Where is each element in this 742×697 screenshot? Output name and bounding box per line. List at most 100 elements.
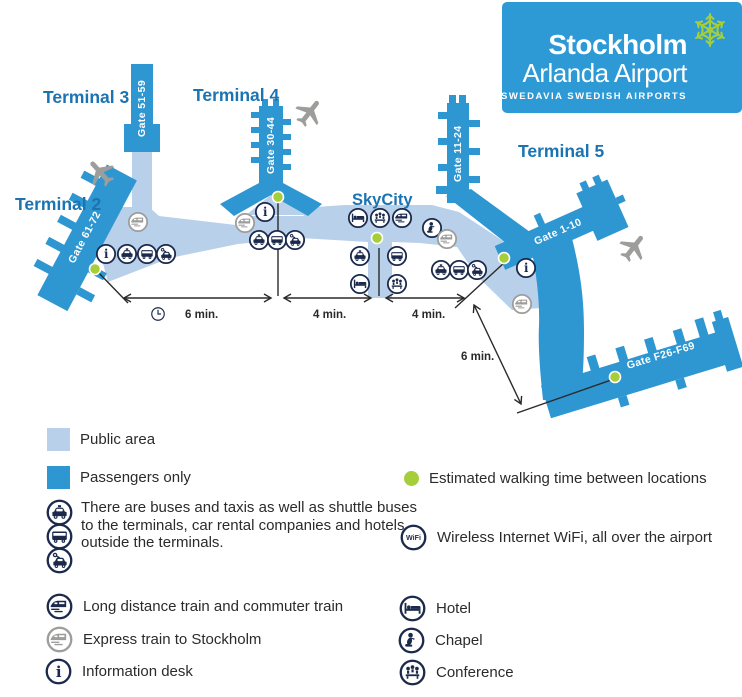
chapel-label: Chapel [435, 632, 483, 649]
bus-icon [450, 261, 468, 279]
transport-note-line1: There are buses and taxis as well as shu… [81, 499, 418, 516]
hotel-icon [349, 209, 367, 227]
express-train-icon [513, 295, 531, 313]
legend-conference: Conference [399, 659, 514, 686]
walk-dot-fpier [608, 370, 622, 384]
terminal4-pier [220, 99, 322, 216]
information-desk-label: Information desk [82, 663, 193, 680]
green-dot-icon [404, 471, 419, 486]
terminal3-stem [132, 150, 152, 216]
information-desk-icon [97, 245, 115, 263]
information-desk-icon [517, 259, 535, 277]
taxi-icon [118, 245, 136, 263]
logo-subtitle: Arlanda Airport [522, 57, 688, 88]
information-desk-icon [256, 203, 274, 221]
conference-icon [371, 209, 389, 227]
transport-note-line3: outside the terminals. [81, 534, 224, 551]
express-train-icon [46, 626, 73, 653]
public-area-label: Public area [80, 431, 156, 448]
legend-chapel: Chapel [398, 627, 483, 654]
gate-11-24-label: Gate 11-24 [452, 125, 464, 182]
public-area-shapes [96, 150, 550, 310]
snowflake-logo-icon [695, 12, 725, 48]
bus-icon [138, 245, 156, 263]
airplane-icon [290, 93, 329, 132]
conference-label: Conference [436, 664, 514, 681]
hotel-icon [351, 275, 369, 293]
walk-dot-t2 [88, 262, 102, 276]
terminal4-label: Terminal 4 [193, 85, 280, 105]
logo-title: Stockholm [548, 29, 687, 60]
walking-time-label: Estimated walking time between locations [429, 470, 707, 487]
passengers-only-label: Passengers only [80, 469, 191, 486]
taxi-icon [432, 261, 450, 279]
public-area-swatch [47, 428, 70, 451]
legend-ground-transport: There are buses and taxis as well as shu… [46, 499, 417, 571]
walk-time-t4-skycity: 4 min. [313, 309, 346, 321]
passengers-only-swatch [47, 466, 70, 489]
express-train-icon [438, 230, 456, 248]
logo-text: Stockholm Arlanda Airport SWEDAVIA SWEDI… [501, 29, 688, 103]
chapel-icon [398, 627, 425, 654]
hotel-label: Hotel [436, 600, 472, 617]
long-distance-train-icon [393, 209, 411, 227]
transport-note-line2: to the terminals, car rental companies a… [81, 516, 405, 534]
legend-hotel: Hotel [399, 595, 471, 622]
legend-information-desk: Information desk [45, 658, 193, 685]
taxi-icon [351, 247, 369, 265]
conference-icon [399, 659, 426, 686]
walk-dot-t5 [497, 251, 511, 265]
car-rental-icon [46, 547, 73, 574]
airport-map: 6 min. 4 min. 4 min. 6 min. [15, 64, 742, 419]
terminal5-trunk [531, 230, 584, 400]
terminal5-label: Terminal 5 [518, 141, 605, 161]
airplane-icon [614, 228, 653, 267]
express-train-icon [129, 213, 147, 231]
legend-long-distance-train: Long distance train and commuter train [46, 593, 343, 620]
terminal5-east-pier [494, 174, 629, 270]
walk-time-skycity-t5: 4 min. [412, 309, 445, 321]
conference-icon [388, 275, 406, 293]
car-rental-icon [468, 261, 486, 279]
walking-time-dots [88, 190, 622, 384]
terminal3-label: Terminal 3 [43, 87, 130, 107]
terminal5-f-pier [541, 309, 742, 419]
legend-express-train: Express train to Stockholm [46, 626, 261, 653]
bus-icon [388, 247, 406, 265]
long-distance-train-icon [46, 593, 73, 620]
legend-public-area: Public area [47, 428, 155, 451]
car-rental-icon [157, 245, 175, 263]
long-distance-train-label: Long distance train and commuter train [83, 598, 344, 615]
fpier-dot-line [516, 378, 615, 414]
express-train-label: Express train to Stockholm [83, 631, 262, 648]
clock-icon [151, 307, 165, 321]
skycity-label: SkyCity [352, 191, 413, 209]
legend-walking-time: Estimated walking time between locations [404, 470, 707, 487]
walk-time-t5-fpier: 6 min. [461, 351, 494, 363]
wifi-icon [400, 524, 427, 551]
terminal2-label: Terminal 2 [15, 194, 102, 214]
walk-dot-t4 [271, 190, 285, 204]
logo-tagline: SWEDAVIA SWEDISH AIRPORTS [501, 91, 687, 103]
airport-logo-box: Stockholm Arlanda Airport SWEDAVIA SWEDI… [501, 2, 742, 113]
bus-icon [46, 523, 73, 550]
walk-time-t2-t4: 6 min. [185, 309, 218, 321]
wifi-label: Wireless Internet WiFi, all over the air… [437, 529, 713, 546]
terminal3-pier [124, 64, 160, 152]
passenger-area-shapes [33, 64, 742, 419]
walking-time-annotations: 6 min. 4 min. 4 min. 6 min. [96, 201, 615, 414]
transport-icon-stack [46, 499, 73, 571]
legend-wifi: Wireless Internet WiFi, all over the air… [400, 524, 712, 551]
express-train-icon [236, 214, 254, 232]
terminal2-pier [33, 164, 137, 312]
taxi-icon [250, 231, 268, 249]
arrow-t5-fpier [472, 303, 523, 406]
legend-passengers-only: Passengers only [47, 466, 191, 489]
gate-30-44-label: Gate 30-44 [265, 117, 277, 174]
bus-icon [268, 231, 286, 249]
transport-note: There are buses and taxis as well as shu… [81, 499, 417, 552]
taxi-icon [46, 499, 73, 526]
hotel-icon [399, 595, 426, 622]
information-desk-icon [45, 658, 72, 685]
